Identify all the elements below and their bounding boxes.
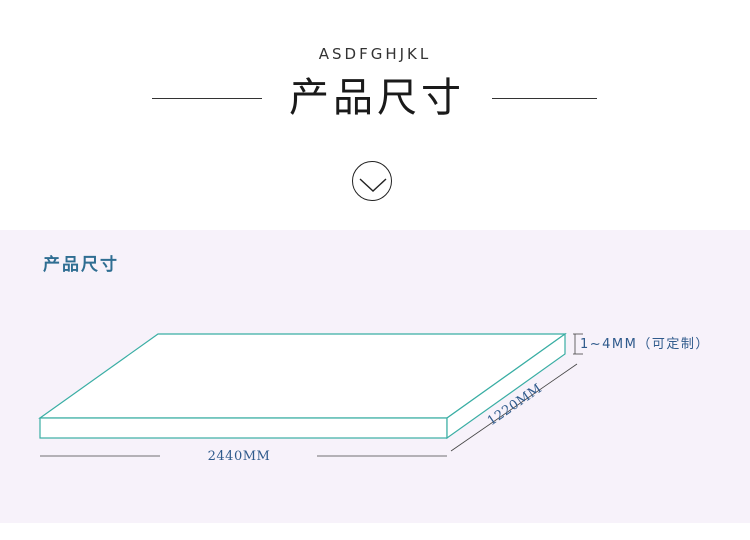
header: 产品尺寸 [0,70,750,126]
chevron-down-circle-icon [352,161,392,201]
length-label: 2440MM [208,449,271,464]
section-title: 产品尺寸 [43,255,119,275]
header-divider-right [492,98,597,99]
page-title: 产品尺寸 [289,75,465,121]
board-front-face [39,417,448,439]
header-subtitle: ASDFGHJKL [318,45,432,63]
size-panel: 产品尺寸 2440MM 1220MM 1~4MM（可定制） [0,230,750,523]
header-divider-left [152,98,262,99]
board-diagram: 2440MM 1220MM 1~4MM（可定制） [38,332,710,464]
width-dimension-line [450,363,578,452]
board-side-face [446,332,566,440]
thickness-label: 1~4MM（可定制） [580,337,710,352]
